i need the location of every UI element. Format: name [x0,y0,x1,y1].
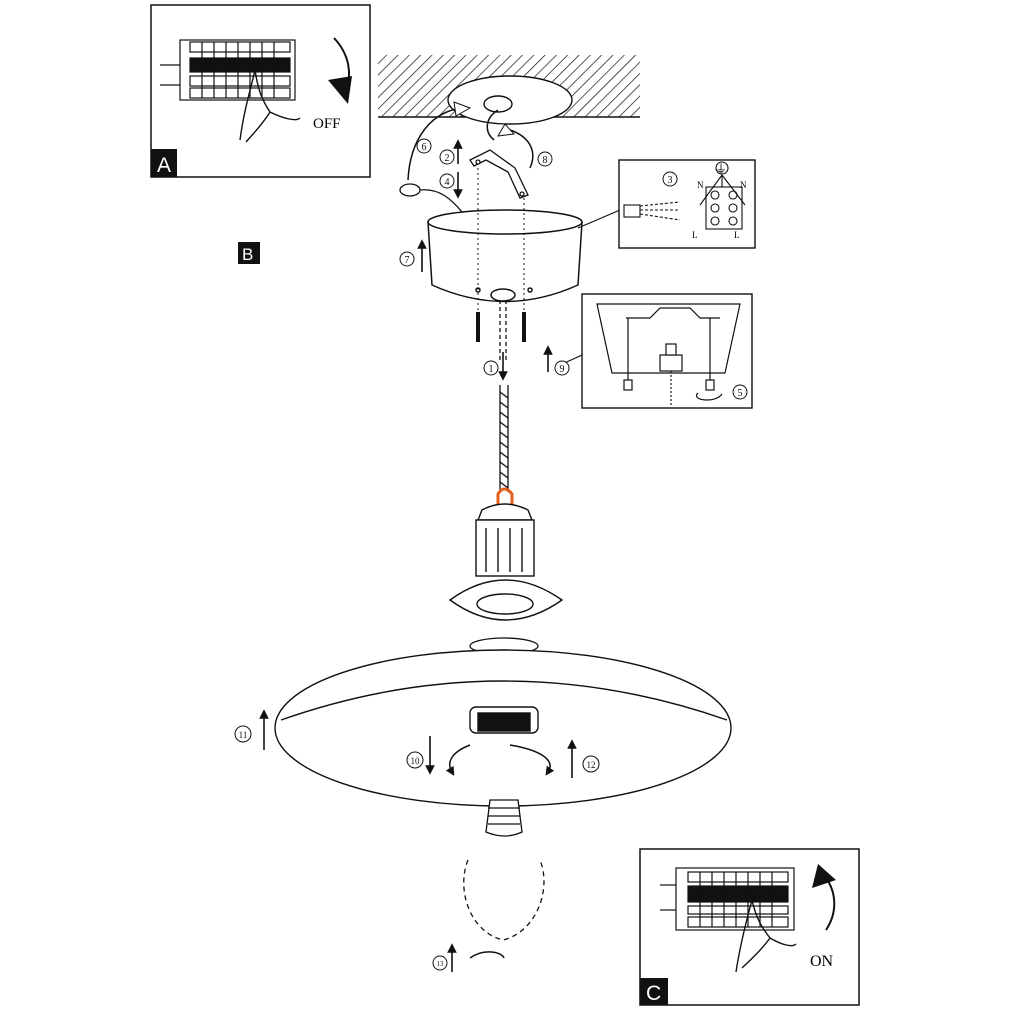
step-markers: 1 2 3 4 5 6 7 8 9 10 11 12 13 [234,138,748,971]
wiring-detail: ⏚ N N L L [618,159,756,249]
step-8-marker: 8 [537,151,553,167]
svg-text:2: 2 [445,153,450,164]
svg-text:8: 8 [543,155,548,166]
svg-text:3: 3 [668,175,673,186]
step-1-marker: 1 [483,360,499,376]
svg-text:13: 13 [437,960,445,968]
lamp-holder [448,503,564,621]
light-bulb [463,799,545,941]
screw-detail [557,293,753,409]
step-6-marker: 6 [416,138,432,154]
off-label: OFF [313,116,341,132]
label-n-right: N [740,180,747,190]
label-l-right: L [734,230,740,240]
cord [499,300,509,492]
hook-arrow [486,109,499,141]
earth-symbol: ⏚ [715,162,727,176]
cord-knot[interactable] [496,487,514,510]
breaker-box-on [660,867,795,931]
panel-a: OFF A [150,4,371,178]
svg-text:9: 9 [560,364,565,375]
step-10-marker: 10 [406,751,424,769]
label-l-left: L [692,230,698,240]
step-3-marker: 3 [662,171,678,187]
step-8-arrow [509,129,534,169]
on-label: ON [810,953,834,970]
rotate-arrow-right [509,744,555,776]
step-5-marker: 5 [732,384,748,400]
svg-text:10: 10 [411,756,421,766]
hand-icon-on [735,899,797,973]
svg-text:7: 7 [405,255,410,266]
svg-text:12: 12 [587,760,596,770]
breaker-box-off [160,39,296,101]
step-9-marker: 9 [554,360,570,376]
step-2-marker: 2 [439,149,455,165]
step-6-arrow [407,107,463,181]
panel-c-tag: C [646,982,661,1005]
lamp-shade [274,649,732,807]
mounting-bracket [469,149,529,199]
panel-b: B [238,242,260,264]
step-4-marker: 4 [439,173,455,189]
svg-text:11: 11 [239,730,248,740]
label-n-top: N [697,180,704,190]
panel-c: ON C [639,848,860,1006]
direction-arrows [259,139,577,972]
dotted-guide-lines [477,168,525,312]
panel-a-tag: A [157,154,171,177]
step-13-rotate-arrow [469,951,505,959]
step-13-marker: 13 [432,955,448,971]
rotate-arrow-left [445,744,471,776]
step-7-marker: 7 [399,251,415,267]
step-11-marker: 11 [234,725,252,743]
cable-leader [577,209,621,229]
panel-b-tag: B [242,245,253,264]
connector-plug [399,183,463,213]
fixing-screws [476,312,526,342]
svg-text:1: 1 [489,364,494,375]
ceiling-plate [447,75,573,125]
svg-text:5: 5 [738,388,743,399]
hand-icon [239,69,301,143]
svg-text:6: 6 [422,142,427,153]
canopy [427,209,583,303]
step-12-marker: 12 [582,755,600,773]
svg-text:4: 4 [445,177,450,188]
